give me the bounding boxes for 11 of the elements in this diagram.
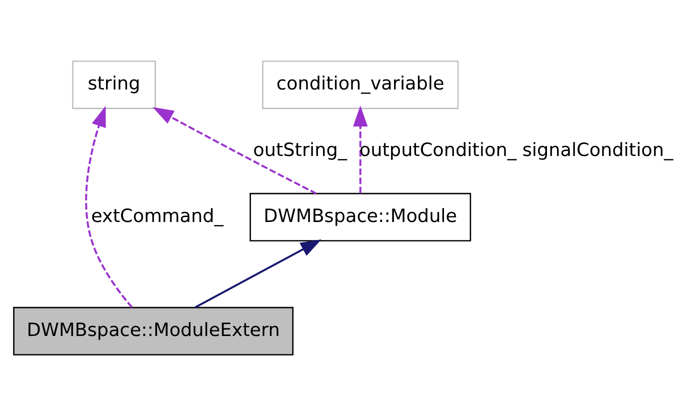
arrow xyxy=(194,238,322,308)
edge-label: outString_ xyxy=(253,139,348,160)
node-box: DWMBspace::ModuleExtern xyxy=(13,306,294,355)
edge-label: extCommand_ xyxy=(91,206,224,227)
arrow xyxy=(85,105,133,308)
node-box: condition_variable xyxy=(262,60,459,109)
node-box: DWMBspace::Module xyxy=(250,192,472,241)
arrow xyxy=(152,106,317,194)
edge-label: outputCondition_ signalCondition_ xyxy=(359,139,674,160)
arrow xyxy=(353,105,368,193)
node-box: string xyxy=(72,60,156,109)
